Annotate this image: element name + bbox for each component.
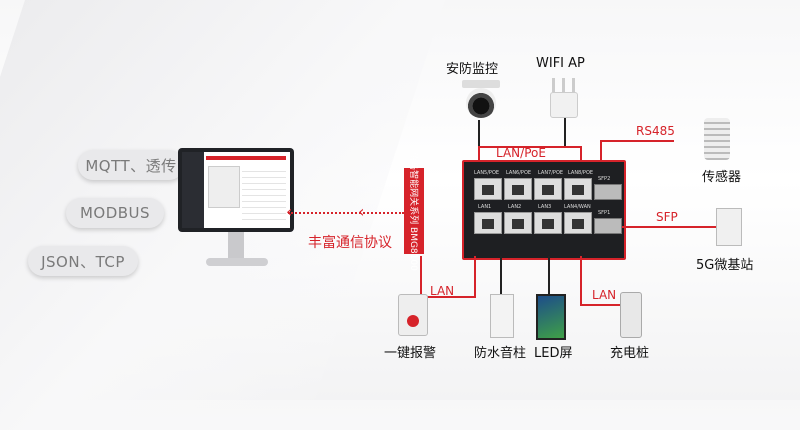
protocol-arrow [288, 212, 404, 216]
protocol-label: 丰富通信协议 [308, 235, 392, 251]
sfp-label: SFP1 [598, 210, 611, 216]
protocol-pill-mqtt: MQTT、透传 [78, 150, 184, 180]
port-label: LAN1 [478, 204, 492, 210]
link-label-lan-poe: LAN/PoE [496, 146, 546, 160]
device-side-label: 佰马智能网关系列 BMG8100 [404, 152, 424, 270]
arrow-head-icon: ‹ [286, 202, 293, 221]
lan-port [534, 212, 562, 234]
line-sfp [622, 226, 718, 228]
camera-icon [462, 80, 500, 120]
link-label-lan-right: LAN [592, 288, 617, 302]
device-label-alarm: 一键报警 [384, 346, 437, 361]
protocol-pill-modbus: MODBUS [66, 198, 164, 228]
charger-icon [620, 292, 642, 338]
line-speaker [500, 256, 502, 294]
line-camera [478, 120, 480, 146]
line-rs485 [600, 140, 674, 162]
lan-port [504, 178, 532, 200]
port-label: LAN2 [508, 204, 522, 210]
protocol-pill-json: JSON、TCP [28, 246, 138, 276]
wifi-ap-icon [548, 78, 578, 118]
device-label-base-station: 5G微基站 [696, 258, 754, 273]
link-label-rs485: RS485 [636, 124, 675, 138]
device-label-speaker: 防水音柱 [474, 346, 527, 361]
lan-port [534, 178, 562, 200]
arrow-head-icon-2: ‹ [358, 202, 365, 221]
monitor-screen [182, 152, 290, 228]
line-led [548, 256, 550, 294]
line-wifi [564, 118, 566, 146]
monitor-stand [228, 232, 244, 258]
line-lan-poe [478, 146, 582, 162]
device-label-camera: 安防监控 [446, 62, 499, 77]
port-label: LAN8/POE [568, 170, 594, 176]
base-station-icon [716, 208, 742, 246]
device-label-sensor: 传感器 [702, 170, 742, 185]
line-lan-right [580, 256, 628, 306]
led-screen-icon [536, 294, 566, 340]
device-label-charger: 充电桩 [610, 346, 650, 361]
line-lan-left [420, 256, 476, 298]
device-label-wifi: WIFI AP [536, 56, 585, 71]
port-label: LAN4/WAN [564, 204, 591, 210]
port-label: LAN7/POE [538, 170, 564, 176]
lan-port [474, 178, 502, 200]
link-label-sfp: SFP [656, 210, 678, 224]
lan-port [564, 178, 592, 200]
monitor-base [206, 258, 268, 266]
device-label-led: LED屏 [534, 346, 573, 361]
alarm-icon [398, 294, 428, 336]
lan-port [504, 212, 532, 234]
port-label: LAN3 [538, 204, 552, 210]
port-label: LAN5/POE [474, 170, 500, 176]
port-label: LAN6/POE [506, 170, 532, 176]
gateway-device: LAN5/POE LAN6/POE LAN7/POE LAN8/POE LAN1… [462, 160, 626, 260]
sfp-label: SFP2 [598, 176, 611, 182]
sfp-port [594, 184, 622, 200]
link-label-lan-left: LAN [430, 284, 455, 298]
sensor-icon [704, 118, 730, 160]
computer-monitor [178, 148, 294, 232]
lan-port [564, 212, 592, 234]
lan-port [474, 212, 502, 234]
sfp-port [594, 218, 622, 234]
speaker-icon [490, 294, 514, 338]
